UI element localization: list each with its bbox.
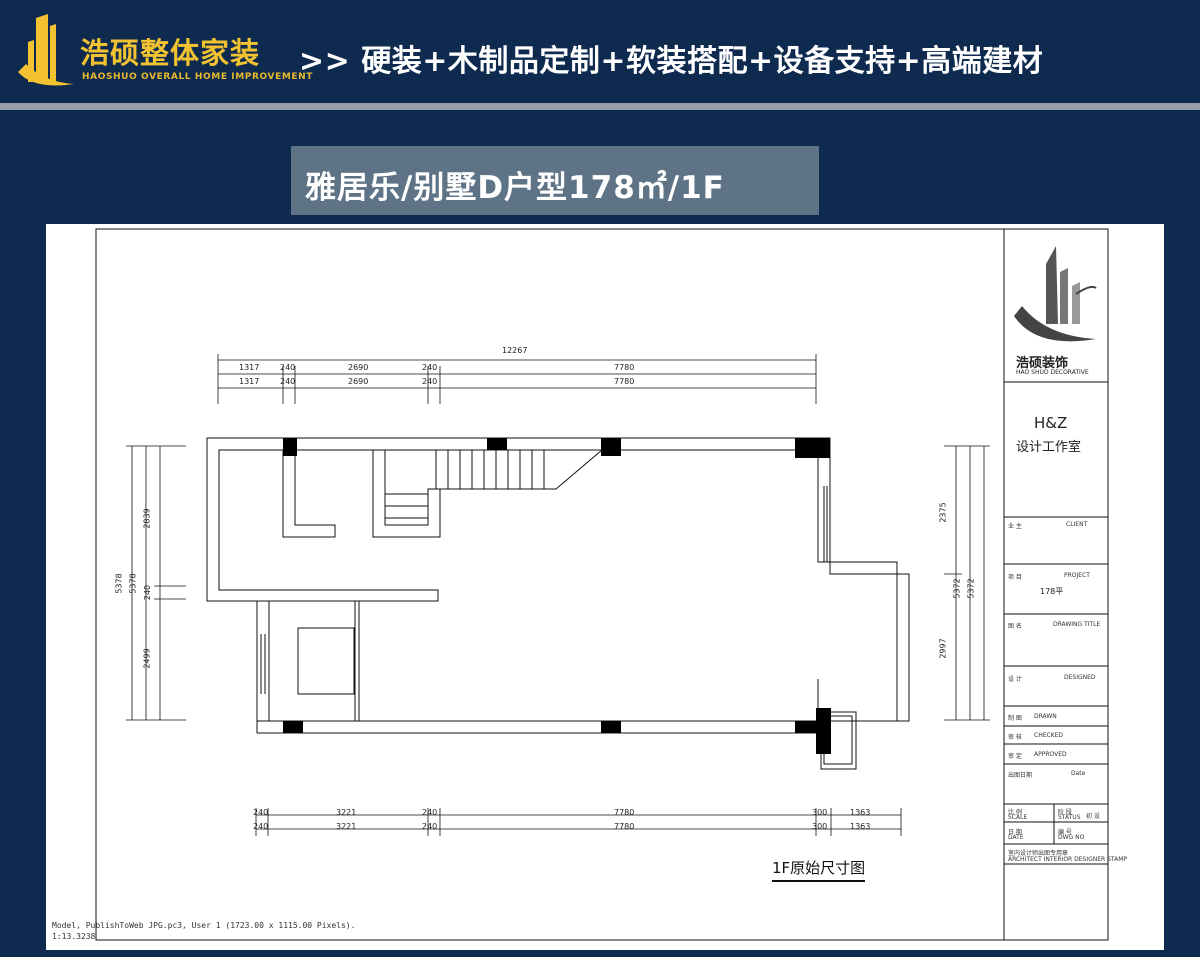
project-en: PROJECT (1064, 572, 1090, 579)
design-en: DESIGNED (1064, 674, 1096, 681)
drawn-label: 制 图 (1008, 715, 1022, 722)
drawing-title-en: DRAWING TITLE (1053, 621, 1101, 628)
dim-top-3: 2690 (348, 363, 369, 372)
dwg-en: DWG NO (1058, 834, 1085, 841)
dim-left-seg-3: 2499 (142, 648, 152, 669)
plot-status-line-1: Model, PublishToWeb JPG.pc3, User 1 (172… (52, 921, 356, 930)
sheet-border (95, 228, 1109, 941)
dim-bottom-5: 300 (812, 808, 828, 817)
dim-top-5: 7780 (614, 363, 635, 372)
brand-english-name: HAOSHUO OVERALL HOME IMPROVEMENT (82, 72, 314, 82)
approved-en: APPROVED (1034, 751, 1067, 758)
slogan: >> 硬装+木制品定制+软装搭配+设备支持+高端建材 (299, 44, 1044, 79)
dim-bottom-row2-5: 300 (812, 822, 828, 831)
plot-status-line: Model, PublishToWeb JPG.pc3, User 1 (172… (52, 920, 355, 942)
status-value: 初 设 (1086, 813, 1100, 820)
status-en: STATUS (1058, 814, 1081, 821)
floor-plan-drawing (95, 228, 1109, 941)
dim-bottom-2: 3221 (336, 808, 357, 817)
date-label: 日 期 (1008, 829, 1022, 836)
studio-subtitle: 设计工作室 (1016, 440, 1082, 455)
dim-bottom-6: 1363 (850, 808, 871, 817)
status-label: 阶 段 (1058, 809, 1072, 816)
client-en: CLIENT (1066, 521, 1088, 528)
dim-left-seg-1: 2839 (142, 508, 152, 529)
plan-title: 雅居乐/别墅D户型178㎡/1F (305, 170, 725, 206)
studio-name: H&Z (1034, 414, 1068, 432)
dim-bottom-4: 7780 (614, 808, 635, 817)
brand-name: 浩硕整体家装 (80, 36, 261, 70)
dim-right-seg-1: 2375 (938, 502, 948, 523)
brand-logo-icon (18, 14, 74, 86)
drawing-title-label: 图 名 (1008, 623, 1022, 630)
top-dimension-lines (217, 354, 817, 404)
dim-top-4: 240 (422, 363, 438, 372)
dim-left-outer: 5378 (114, 573, 124, 594)
approved-label: 审 定 (1008, 753, 1022, 760)
stamp-en: ARCHITECT INTERIOR DESIGNER STAMP (1008, 856, 1128, 863)
dim-top-row2-4: 240 (422, 377, 438, 386)
scale-label: 比 例 (1008, 809, 1022, 816)
checked-label: 审 核 (1008, 734, 1022, 741)
floor-plan-walls (206, 437, 910, 770)
project-value: 178平 (1040, 587, 1064, 596)
dim-top-row2-3: 2690 (348, 377, 369, 386)
dim-bottom-3: 240 (422, 808, 438, 817)
right-dimension-lines (944, 445, 990, 721)
dim-top-row2-2: 240 (280, 377, 296, 386)
dim-top-total: 12267 (502, 346, 528, 355)
dim-top-row2-5: 7780 (614, 377, 635, 386)
dim-bottom-1: 240 (253, 808, 269, 817)
dim-top-row2-1: 1317 (239, 377, 260, 386)
dim-left-seg-2: 240 (143, 584, 153, 601)
dim-right-seg-2: 2997 (938, 638, 948, 659)
client-label: 业 主 (1008, 523, 1022, 530)
dim-right-outer: 5372 (966, 578, 976, 599)
dwg-label: 编 号 (1058, 829, 1072, 836)
dim-right-mid: 5372 (952, 578, 962, 599)
drawing-sheet: 12267 1317 240 2690 240 7780 1317 240 26… (46, 224, 1164, 950)
plot-status-line-2: 1:13.3238 (52, 932, 96, 941)
drawing-name: 1F原始尺寸图 (772, 857, 866, 882)
design-label: 设 计 (1008, 676, 1022, 683)
date-row-label: 出图日期 (1008, 772, 1033, 779)
dim-bottom-row2-2: 3221 (336, 822, 357, 831)
date-row-en: Date (1071, 770, 1086, 777)
drawn-en: DRAWN (1034, 713, 1057, 720)
left-dimension-lines (126, 445, 186, 721)
dim-top-2: 240 (280, 363, 296, 372)
title-block-logo-cn: 浩硕装饰 (1016, 356, 1069, 371)
dim-bottom-row2-1: 240 (253, 822, 269, 831)
site-header: 浩硕整体家装 HAOSHUO OVERALL HOME IMPROVEMENT … (0, 0, 1200, 102)
plan-title-box: 雅居乐/别墅D户型178㎡/1F (291, 146, 819, 215)
title-block-logo-en: HAO SHUO DECORATIVE (1016, 369, 1089, 376)
bottom-dimension-lines (255, 808, 902, 836)
dim-bottom-row2-6: 1363 (850, 822, 871, 831)
scale-en: SCALE (1008, 814, 1028, 821)
project-label: 项 目 (1008, 574, 1022, 581)
header-divider (0, 103, 1200, 110)
dim-left-mid: 5378 (128, 573, 138, 594)
title-block-logo-icon (1014, 246, 1097, 342)
structural-columns (283, 438, 831, 754)
date-en: DATE (1008, 834, 1024, 841)
dim-bottom-row2-4: 7780 (614, 822, 635, 831)
checked-en: CHECKED (1034, 732, 1064, 739)
stamp-cn: 室内设计师出图专用章 (1008, 850, 1069, 857)
dim-bottom-row2-3: 240 (422, 822, 438, 831)
dim-top-1: 1317 (239, 363, 260, 372)
